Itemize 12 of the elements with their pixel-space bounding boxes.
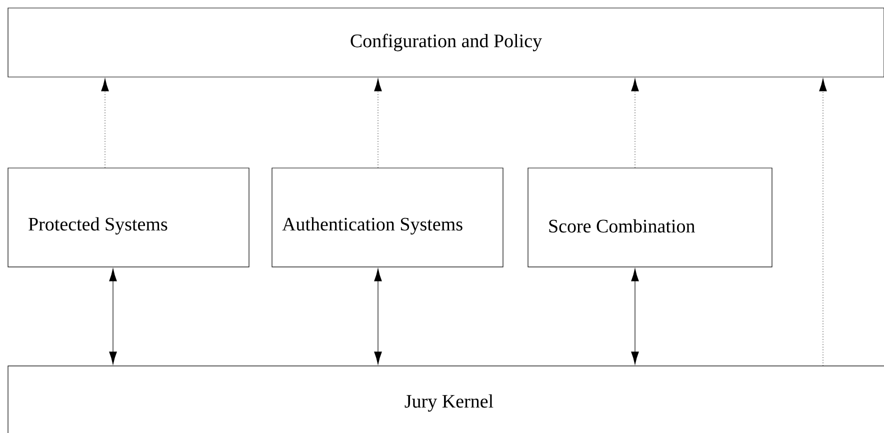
arrow — [631, 268, 639, 364]
arrow — [819, 78, 827, 366]
arrow — [109, 268, 117, 364]
config-box: Configuration and Policy — [8, 8, 884, 78]
arrow — [374, 78, 382, 168]
arrow — [374, 268, 382, 364]
system-box: Authentication Systems — [272, 168, 504, 268]
system-box: Score Combination — [528, 168, 772, 268]
arrow — [631, 78, 639, 168]
kernel-box: Jury Kernel — [8, 366, 884, 433]
arrow — [101, 78, 109, 168]
system-box: Protected Systems — [8, 168, 250, 268]
